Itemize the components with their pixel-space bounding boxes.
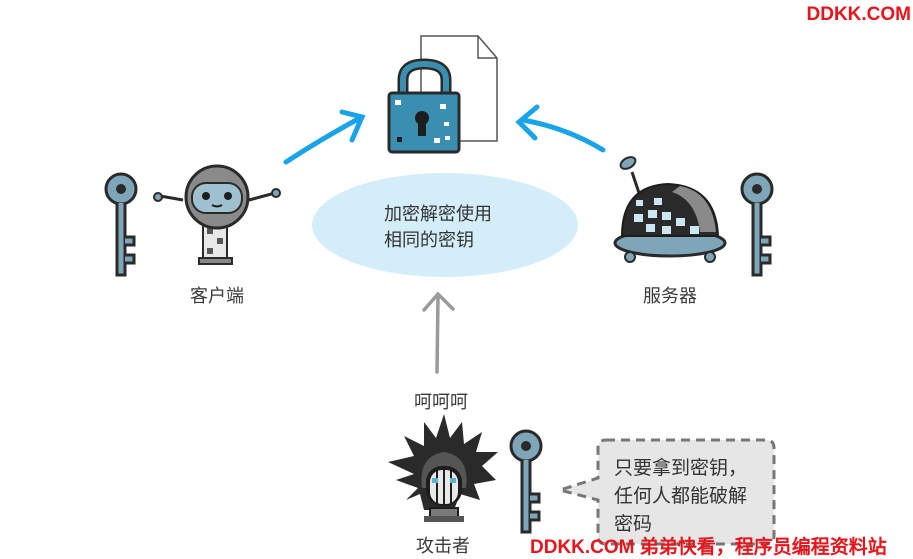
shared-key-line2: 相同的密钥 (384, 230, 474, 251)
padlock-icon (387, 58, 461, 154)
server-robot-icon (613, 156, 727, 263)
attacker-speech-bubble (554, 438, 776, 546)
server-key-icon (740, 172, 774, 277)
shared-key-line1: 加密解密使用 (384, 204, 492, 225)
bubble-line2: 任何人都能破解 (614, 485, 748, 507)
watermark-top: DDKK.COM (806, 4, 912, 25)
shared-key-text: 加密解密使用 相同的密钥 (384, 202, 492, 254)
attacker-icon (388, 414, 498, 522)
watermark-bottom: DDKK.COM 弟弟快看，程序员编程资料站 (530, 537, 887, 558)
server-to-lock-arrow (515, 104, 606, 153)
client-key-icon (104, 172, 138, 277)
client-label: 客户端 (190, 286, 244, 307)
bubble-line3: 密码 (614, 513, 653, 535)
attacker-key-icon (509, 429, 543, 534)
robot-icon (153, 164, 281, 265)
attacker-label: 攻击者 (416, 536, 470, 557)
attacker-laugh: 呵呵呵 (414, 392, 468, 413)
attacker-arrow (422, 291, 455, 374)
bubble-text: 只要拿到密钥， 任何人都能破解 密码 (614, 454, 774, 538)
bubble-line1: 只要拿到密钥， (614, 457, 748, 479)
server-label: 服务器 (643, 286, 697, 307)
client-to-lock-arrow (283, 109, 366, 165)
shared-key-ellipse (312, 173, 578, 277)
